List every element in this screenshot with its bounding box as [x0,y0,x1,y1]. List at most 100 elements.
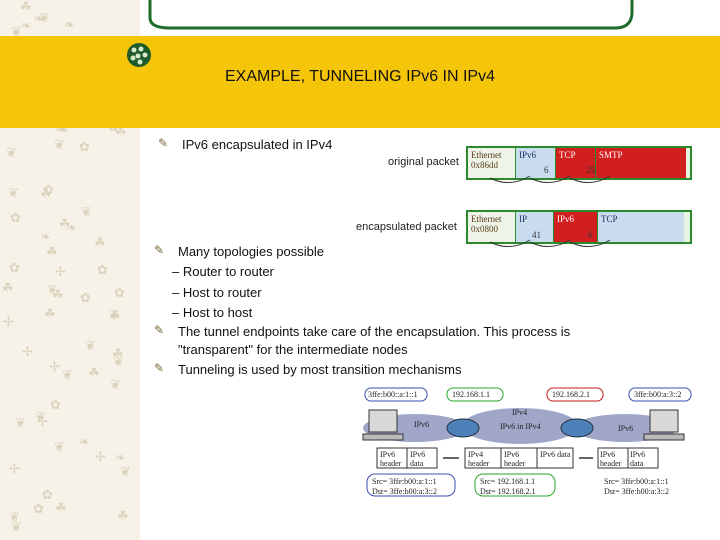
decorative-glyph: ✿ [97,263,108,278]
decorative-glyph: ✿ [79,140,90,155]
bullet-icon: ✎ [154,323,165,337]
host-left-icon [368,409,398,433]
subitem-router-router: – Router to router [172,264,274,279]
addr-oval-mid-left [446,387,504,402]
decorative-glyph: ✢ [95,450,106,465]
dst-mid: Dst= 192.168.2.1 [480,487,536,496]
decorative-glyph: ❧ [79,435,90,450]
decorative-glyph: ✢ [3,315,14,330]
decorative-glyph: ✢ [49,360,60,375]
decorative-glyph: ☘ [20,0,32,15]
decorative-glyph: ❦ [15,416,26,431]
encap-cell-ip: IP [516,212,554,242]
subitem-host-host: – Host to host [172,305,253,320]
decorative-glyph: ☘ [109,309,121,324]
original-proto-number: 6 [544,165,549,175]
decorative-glyph: ❦ [54,440,65,455]
decorative-glyph: ❧ [40,230,51,245]
encap-cell-ipv6: IPv6 [554,212,598,242]
addr-oval-mid-right [546,387,604,402]
decorative-glyph: ☘ [88,366,100,381]
decorative-glyph: ❦ [85,339,96,354]
globe-icon [127,43,151,67]
hdr-left-data: IPv6 data [410,450,426,468]
decorative-glyph: ❦ [110,378,121,393]
encap-cell-tcp: TCP [598,212,684,242]
decorative-glyph: ❦ [109,308,120,323]
decorative-glyph: ✿ [42,488,53,503]
decorative-glyph: ✿ [9,261,20,276]
hdr-mid-ipv6: IPv6 header [504,450,526,468]
decorative-glyph: ❦ [54,138,65,153]
bullet-tunneling: ✎ Tunneling is used by most transition m… [154,361,461,377]
encapsulated-packet: Ethernet 0x0800 IP IPv6 TCP 41 6 [466,210,692,244]
bullet-text: The tunnel endpoints take care of the en… [178,324,571,339]
bullet-encapsulated: ✎ IPv6 encapsulated in IPv4 [158,136,333,152]
decorative-glyph: ❦ [47,283,58,298]
decorative-glyph: ❧ [66,221,77,236]
src-mid: Src= 192.168.1.1 [480,477,536,486]
decorative-glyph: ☘ [55,501,67,516]
original-cell-tcp: TCP [556,148,596,178]
src-left: Src= 3ffe:b00:a:1::1 [372,477,437,486]
dst-right: Dst= 3ffe:b00:a:3::2 [604,487,670,496]
decorative-glyph: ☘ [46,245,58,260]
decorative-glyph: ✢ [55,265,66,280]
decorative-glyph: ✿ [43,183,54,198]
host-right-icon [649,409,679,433]
bullet-icon: ✎ [154,361,165,375]
decorative-glyph: ☘ [112,347,124,362]
addr-mid-left: 192.168.1.1 [452,390,490,399]
bullet-endpoints-cont: "transparent" for the intermediate nodes [178,342,408,357]
decorative-glyph: ✿ [50,398,61,413]
ipv4-cloud [462,408,578,444]
decorative-glyph: ☘ [40,187,52,202]
original-port-number: 25 [586,165,595,175]
decorative-glyph: ❦ [120,465,131,480]
bullet-text: IPv6 encapsulated in IPv4 [182,137,333,152]
decorative-glyph: ☘ [2,281,14,296]
router-right [560,418,594,438]
decorative-glyph: ❦ [81,205,92,220]
bullet-endpoints: ✎ The tunnel endpoints take care of the … [154,323,571,339]
decorative-glyph: ☘ [117,509,129,524]
addr-mid-right: 192.168.2.1 [552,390,590,399]
hdr-mid-ipv4: IPv4 header [468,450,490,468]
decorative-curve [148,0,634,30]
hdr-right-data: IPv6 data [630,450,646,468]
decorative-glyph: ❦ [62,368,73,383]
slide-title: EXAMPLE, TUNNELING IPv6 IN IPv4 [224,68,495,85]
encap-next-number: 6 [588,230,593,240]
network-diagram [362,387,692,497]
addr-left: 3ffe:b00::a:1::1 [368,390,418,399]
decorative-glyph: ❦ [6,146,17,161]
decorative-glyph: ❧ [33,12,44,27]
bullet-topologies: ✎ Many topologies possible [154,243,324,259]
subitem-host-router: – Host to router [172,285,262,300]
original-cell-smtp: SMTP [596,148,686,178]
decorative-glyph: ❦ [8,186,19,201]
decorative-glyph: ✢ [22,345,33,360]
decorative-glyph: ❦ [113,355,124,370]
original-arrows [489,175,611,183]
decorative-glyph: ✿ [10,211,21,226]
original-packet-label: original packet [388,156,459,168]
title-band [0,36,720,128]
decorative-glyph: ✢ [9,462,20,477]
cloud-label-left: IPv6 [414,420,430,429]
addr-oval-right [628,387,692,402]
bullet-icon: ✎ [158,136,169,150]
decorative-glyph: ☘ [115,125,127,140]
decorative-glyph: ❦ [35,410,46,425]
decorative-glyph: ❦ [9,510,20,525]
bullet-text: Many topologies possible [178,244,324,259]
hdr-mid-data: IPv6 data [540,450,571,459]
decorative-glyph: ✢ [37,415,48,430]
dst-left: Dst= 3ffe:b00:a:3::2 [372,487,438,496]
encap-cell-ethernet: Ethernet 0x0800 [468,212,516,242]
hdr-left-ipv6: IPv6 header [380,450,402,468]
addr-right: 3ffe:b00:a:3::2 [634,390,682,399]
decorative-glyph: ❦ [39,11,50,26]
decorative-glyph: ✿ [33,502,44,517]
decorative-glyph: ☘ [52,288,64,303]
